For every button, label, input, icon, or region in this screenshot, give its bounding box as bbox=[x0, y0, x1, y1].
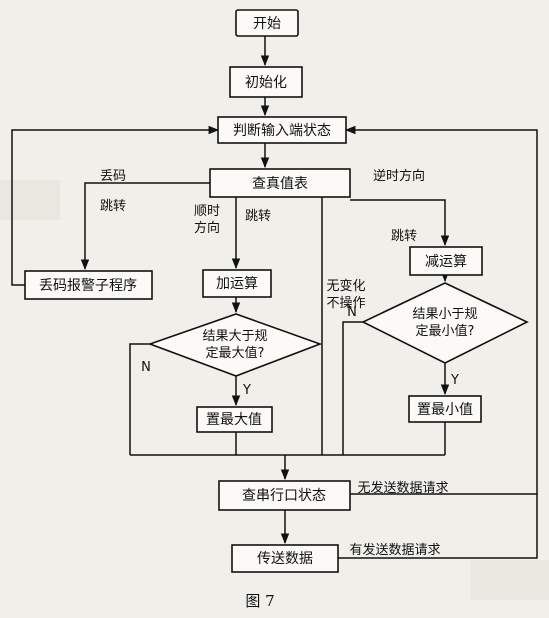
subtract-label: 减运算 bbox=[425, 254, 467, 270]
lost-code-alarm-label: 丢码报警子程序 bbox=[39, 278, 137, 294]
label-jump-cw: 跳转 bbox=[245, 209, 271, 224]
node-start: 开始 bbox=[235, 9, 299, 37]
label-n-left: N bbox=[141, 360, 151, 375]
line-checkmax-no bbox=[129, 343, 150, 455]
node-check-max: 结果大于规 定最大值? bbox=[147, 313, 323, 377]
line-send-loop bbox=[338, 494, 538, 559]
check-min-line2: 定最小值? bbox=[416, 323, 475, 339]
node-set-min: 置最小值 bbox=[408, 395, 482, 423]
set-max-label: 置最大值 bbox=[206, 412, 262, 428]
lookup-table-label: 查真值表 bbox=[252, 176, 308, 192]
label-has-send-request: 有发送数据请求 bbox=[349, 542, 440, 558]
judge-input-label: 判断输入端状态 bbox=[233, 123, 331, 139]
check-max-line2: 定最大值? bbox=[206, 345, 265, 361]
connectors bbox=[11, 36, 538, 559]
edge-labels: 丢码 跳转 顺时 方向 跳转 逆时方向 跳转 无变化 不操作 N Y N Y 无… bbox=[100, 168, 459, 558]
init-label: 初始化 bbox=[245, 74, 287, 91]
check-min-line1: 结果小于规 bbox=[412, 307, 477, 322]
label-ccw: 逆时方向 bbox=[373, 168, 425, 184]
arrow-lostcode-judge bbox=[11, 125, 220, 286]
set-min-label: 置最小值 bbox=[417, 402, 473, 418]
label-cw-line2: 方向 bbox=[194, 220, 220, 236]
check-serial-label: 查串行口状态 bbox=[242, 488, 326, 504]
label-jump-ccw: 跳转 bbox=[391, 229, 417, 244]
node-lost-code-alarm: 丢码报警子程序 bbox=[24, 270, 153, 300]
start-label: 开始 bbox=[253, 16, 281, 32]
node-lookup-table: 查真值表 bbox=[209, 168, 351, 198]
figure-caption: 图 7 bbox=[245, 592, 274, 610]
arrow-lookup-lostcode bbox=[80, 182, 210, 271]
label-no-send-request: 无发送数据请求 bbox=[357, 480, 448, 496]
label-cw-line1: 顺时 bbox=[194, 204, 220, 219]
label-y-left: Y bbox=[242, 383, 251, 398]
node-subtract: 减运算 bbox=[409, 246, 483, 276]
label-lost-code: 丢码 bbox=[100, 169, 126, 184]
node-init: 初始化 bbox=[229, 66, 303, 98]
label-n-right: N bbox=[347, 305, 357, 320]
node-add: 加运算 bbox=[202, 269, 272, 298]
node-judge-input: 判断输入端状态 bbox=[217, 116, 347, 144]
label-y-right: Y bbox=[450, 373, 459, 388]
add-label: 加运算 bbox=[216, 276, 258, 292]
label-jump-left: 跳转 bbox=[100, 199, 126, 214]
send-data-label: 传送数据 bbox=[257, 551, 313, 567]
arrow-lookup-subtract bbox=[350, 199, 450, 247]
node-set-max: 置最大值 bbox=[196, 406, 273, 433]
arrow-serial-judge bbox=[344, 125, 538, 495]
node-check-min: 结果小于规 定最小值? bbox=[361, 282, 529, 364]
node-send-data: 传送数据 bbox=[231, 544, 339, 573]
line-checkmin-no bbox=[342, 321, 363, 455]
label-no-change-line1: 无变化 bbox=[326, 278, 365, 294]
node-check-serial: 查串行口状态 bbox=[218, 480, 351, 511]
check-max-line1: 结果大于规 bbox=[202, 329, 267, 344]
label-no-change-line2: 不操作 bbox=[326, 295, 365, 311]
